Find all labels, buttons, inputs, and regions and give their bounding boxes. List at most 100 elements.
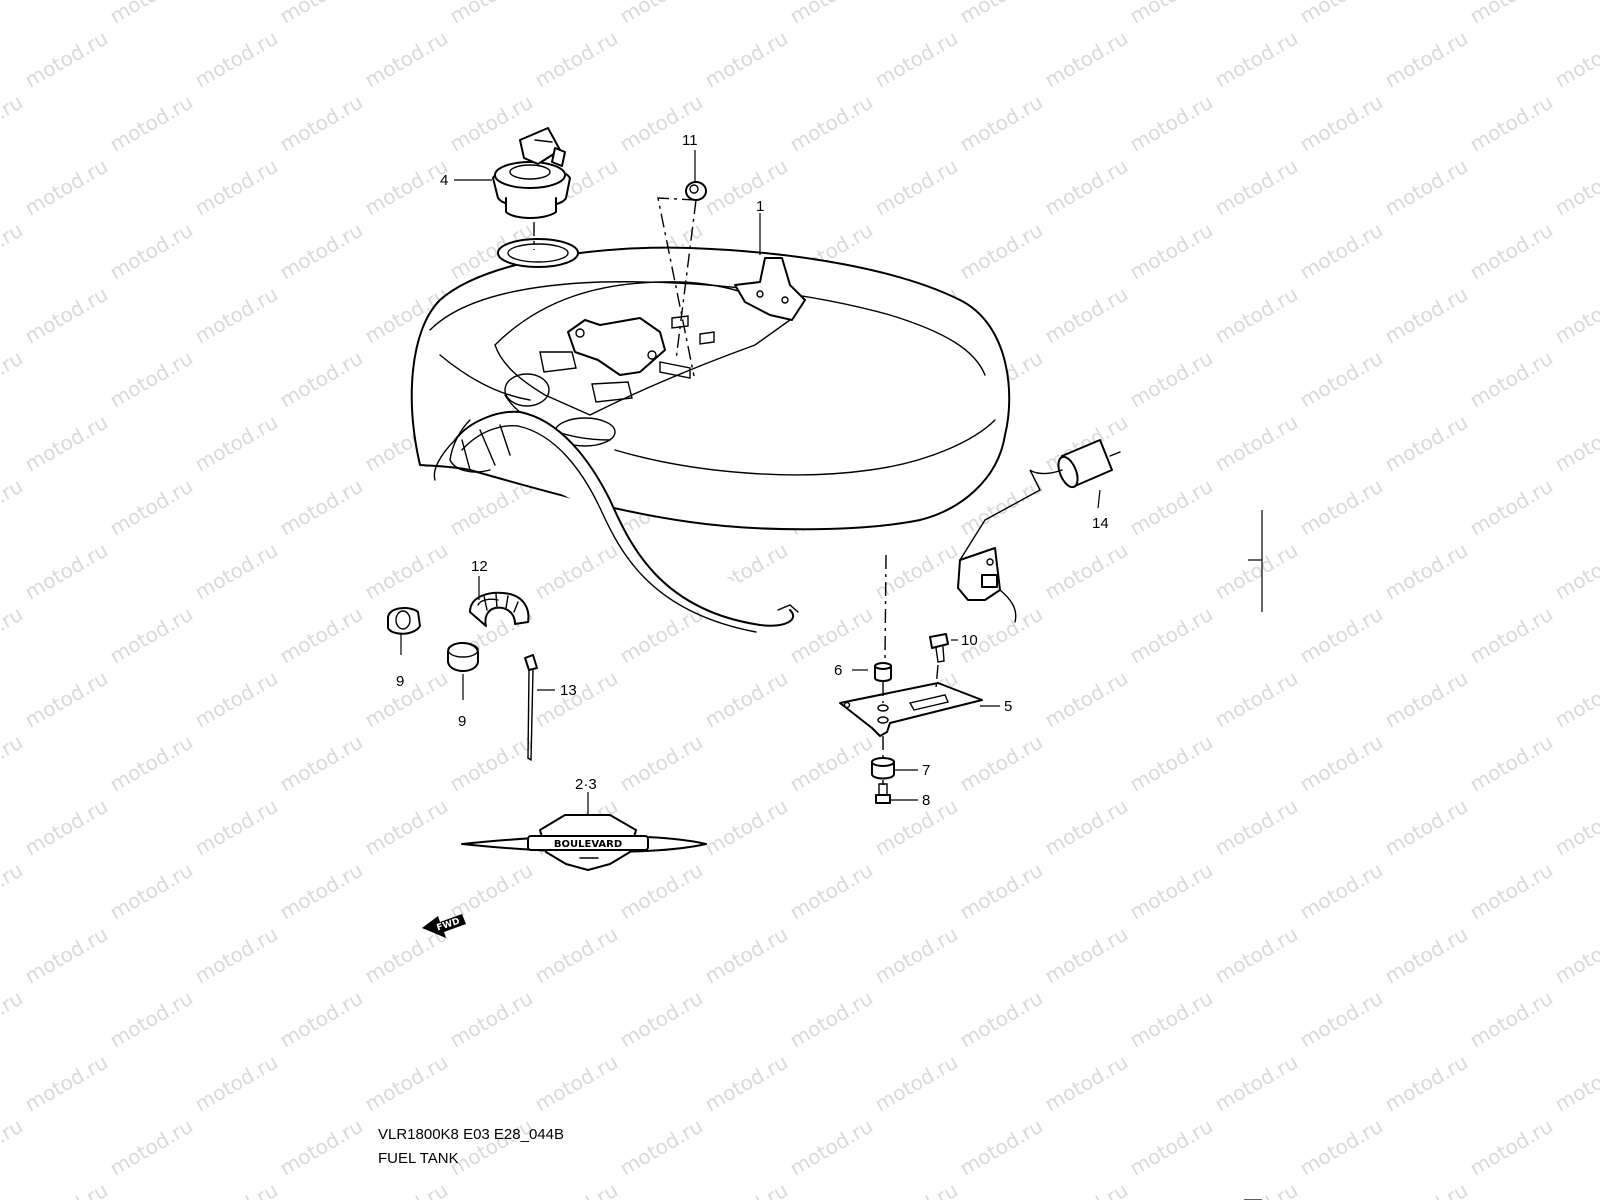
watermark-text: motod.ru [106,602,197,669]
watermark-text: motod.ru [1466,0,1557,28]
watermark-text: motod.ru [1381,282,1472,349]
watermark-text: motod.ru [276,474,367,541]
watermark-text: motod.ru [446,730,537,797]
watermark-text: motod.ru [21,666,112,733]
watermark-text: motod.ru [1551,1178,1600,1200]
watermark-text: motod.ru [956,858,1047,925]
watermark-text: motod.ru [616,986,707,1053]
watermark-text: motod.ru [1211,154,1302,221]
watermark-text: motod.ru [956,730,1047,797]
watermark-text: motod.ru [1126,1114,1217,1181]
watermark-text: motod.ru [871,538,962,605]
watermark-text: motod.ru [21,282,112,349]
watermark-text: motod.ru [106,0,197,28]
watermark-text: motod.ru [616,1114,707,1181]
watermark-text: motod.ru [1041,922,1132,989]
watermark-text: motod.ru [786,858,877,925]
watermark-text: motod.ru [191,26,282,93]
fuel-tank-part [410,238,1011,633]
watermark-text: motod.ru [446,1114,537,1181]
watermark-text: motod.ru [191,794,282,861]
watermark-text: motod.ru [191,1050,282,1117]
watermark-text: motod.ru [1381,154,1472,221]
watermark-text: motod.ru [0,0,27,28]
watermark-text: motod.ru [361,538,452,605]
callout-14: 14 [1092,515,1109,532]
watermark-text: motod.ru [1041,1178,1132,1200]
watermark-text: motod.ru [361,154,452,221]
watermark-text: motod.ru [1466,602,1557,669]
callout-13: 13 [560,682,577,699]
watermark-text: motod.ru [21,922,112,989]
watermark-text: motod.ru [106,474,197,541]
watermark-text: motod.ru [21,410,112,477]
callout-12: 12 [471,558,488,575]
watermark-text: motod.ru [106,218,197,285]
watermark-text: motod.ru [616,0,707,28]
watermark-text: motod.ru [1041,154,1132,221]
watermark-text: motod.ru [1296,346,1387,413]
leader-lines [400,150,1101,816]
watermark-text: motod.ru [701,1050,792,1117]
watermark-text: motod.ru [191,410,282,477]
watermark-text: motod.ru [531,666,622,733]
watermark-text: motod.ru [191,282,282,349]
watermark-text: motod.ru [1296,986,1387,1053]
watermark-text: motod.ru [1466,986,1557,1053]
watermark-text: motod.ru [361,666,452,733]
watermark-text: motod.ru [1211,538,1302,605]
watermark-text: motod.ru [0,1114,27,1181]
fuel-cap-part [492,127,571,219]
watermark-text: motod.ru [276,986,367,1053]
watermark-text: motod.ru [1296,218,1387,285]
watermark-text: motod.ru [1551,410,1600,477]
lower-bracket-part [839,682,983,737]
callout-2-3: 2·3 [575,776,597,793]
watermark-text: motod.ru [1296,90,1387,157]
watermark-text: motod.ru [1041,282,1132,349]
watermark-text: motod.ru [871,922,962,989]
watermark-text: motod.ru [1126,90,1217,157]
diagram-title: FUEL TANK [378,1150,459,1167]
callout-4: 4 [440,172,448,189]
screw-part [929,633,949,663]
watermark-text: motod.ru [1466,1114,1557,1181]
watermark-text: motod.ru [1211,794,1302,861]
watermark-text: motod.ru [956,1114,1047,1181]
watermark-text: motod.ru [1211,26,1302,93]
watermark-text: motod.ru [361,1178,452,1200]
watermark-text: motod.ru [1466,858,1557,925]
fwd-label: FWD [436,917,461,934]
watermark-text: motod.ru [1126,730,1217,797]
watermark-text: motod.ru [191,922,282,989]
watermark-text: motod.ru [701,1178,792,1200]
watermark-text: motod.ru [1126,474,1217,541]
watermark-text: motod.ru [956,218,1047,285]
watermark-text: motod.ru [1211,1050,1302,1117]
watermark-text: motod.ru [531,26,622,93]
watermark-text: motod.ru [0,90,27,157]
watermark-text: motod.ru [1041,538,1132,605]
bolt-part [875,783,891,804]
cushion-part-upper [387,607,421,635]
watermark-text: motod.ru [191,666,282,733]
watermark-text: motod.ru [0,346,27,413]
watermark-text: motod.ru [106,986,197,1053]
watermark-text: motod.ru [1296,474,1387,541]
watermark-text: motod.ru [531,538,622,605]
emblem-part: BOULEVARD [461,814,707,871]
watermark-text: motod.ru [446,0,537,28]
watermark-text: motod.ru [1381,1178,1472,1200]
callout-7: 7 [922,762,930,779]
emblem-text: BOULEVARD [554,839,622,850]
watermark-text: motod.ru [1126,858,1217,925]
watermark-text: motod.ru [1041,666,1132,733]
watermark-text: motod.ru [1381,26,1472,93]
watermark-text: motod.ru [1126,218,1217,285]
watermark-text: motod.ru [1381,538,1472,605]
callout-5: 5 [1004,698,1012,715]
watermark-text: motod.ru [1381,1050,1472,1117]
callout-8: 8 [922,792,930,809]
